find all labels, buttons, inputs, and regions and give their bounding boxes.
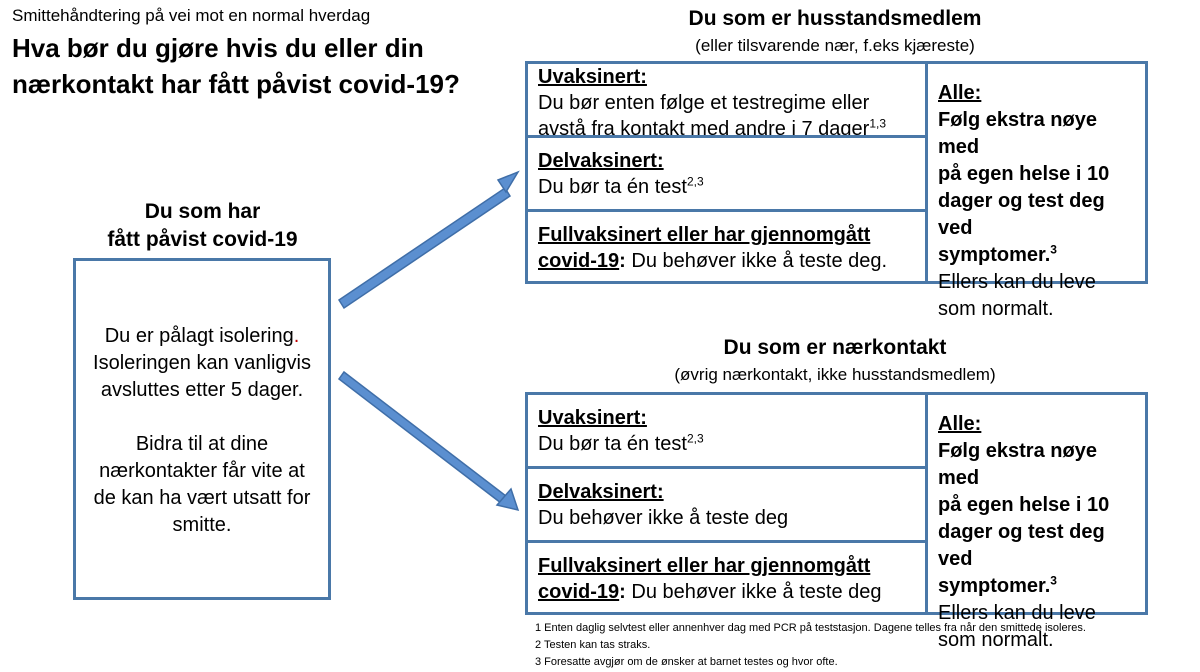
contact-all-bold-1: Følg ekstra nøye med — [938, 440, 1097, 489]
footnote-ref: 3 — [1050, 242, 1057, 257]
household-all-bold-2: på egen helse i 10 — [938, 163, 1110, 185]
contact-full-colon: : — [619, 581, 626, 603]
footnote-ref: 1,3 — [869, 116, 886, 131]
footnote-3: 3 Foresatte avgjør om de ønsker at barne… — [535, 656, 838, 668]
contact-all-bold-3: dager og test deg ved — [938, 521, 1105, 570]
household-unvaccinated-cell: Uvaksinert: Du bør enten følge et testre… — [528, 64, 925, 135]
household-full-colon: : — [619, 250, 626, 272]
infected-text-line-5: nærkontakter får vite at — [99, 460, 305, 482]
contact-full-label: Fullvaksinert eller har gjennomgått — [538, 555, 871, 577]
household-full-label-covid: covid-19 — [538, 250, 620, 272]
household-divider-2 — [528, 209, 925, 212]
contact-divider-1 — [528, 466, 925, 469]
household-unvaccinated-line-2: avstå fra kontakt med andre i 7 dager1,3 — [538, 116, 915, 135]
household-all-bold-3: dager og test deg ved — [938, 190, 1105, 239]
household-all-text-1: Ellers kan du leve — [938, 271, 1096, 293]
footnote-ref: 2,3 — [686, 431, 704, 446]
household-partial-text: Du bør ta én test — [538, 176, 687, 198]
contact-unvaccinated-text: Du bør ta én test — [538, 433, 687, 455]
page-title-line-1: Hva bør du gjøre hvis du eller din — [12, 33, 424, 63]
household-divider-1 — [528, 135, 925, 138]
contact-full-line: covid-19: Du behøver ikke å teste deg — [538, 579, 915, 605]
footnote-2: 2 Testen kan tas straks. — [535, 639, 651, 651]
infected-text-line-7: smitte. — [172, 514, 232, 536]
infected-text-line-4: Bidra til at dine — [135, 433, 269, 455]
household-all-text-2: som normalt. — [938, 298, 1054, 320]
page-subtitle: Smittehåndtering på vei mot en normal hv… — [12, 6, 371, 25]
infected-heading-line-2: fått påvist covid-19 — [107, 228, 298, 251]
footnote-ref: 2,3 — [686, 174, 704, 189]
household-all-bold-4: symptomer.3 — [938, 242, 1136, 269]
household-all-symptoms: symptomer. — [938, 244, 1051, 266]
household-all-cell: Alle: Følg ekstra nøye med på egen helse… — [928, 80, 1146, 323]
household-heading: Du som er husstandsmedlem — [688, 7, 982, 30]
contact-table: Uvaksinert: Du bør ta én test2,3 Delvaks… — [525, 392, 1148, 651]
household-unvaccinated-label: Uvaksinert: — [538, 66, 647, 88]
household-full-label: Fullvaksinert eller har gjennomgått — [538, 224, 871, 246]
contact-all-bold-2: på egen helse i 10 — [938, 494, 1110, 516]
household-unvaccinated-text: avstå fra kontakt med andre i 7 dager — [538, 118, 870, 135]
isolation-text: Du er pålagt isolering — [104, 325, 294, 347]
household-all-label: Alle: — [938, 82, 982, 104]
contact-partial-label: Delvaksinert: — [538, 481, 664, 503]
household-partial-line: Du bør ta én test2,3 — [538, 174, 915, 200]
contact-all-text-2: som normalt. — [938, 629, 1054, 651]
arrow-to-contact — [337, 370, 520, 512]
infected-text-line-2: Isoleringen kan vanligvis — [93, 352, 311, 374]
household-unvaccinated-line-1: Du bør enten følge et testregime eller — [538, 92, 870, 114]
household-all-bold-1: Følg ekstra nøye med — [938, 109, 1097, 158]
contact-all-symptoms: symptomer. — [938, 575, 1051, 597]
infected-heading: Du som har fått påvist covid-19 — [60, 198, 345, 254]
household-subheading: (eller tilsvarende nær, f.eks kjæreste) — [695, 36, 975, 55]
infected-text: Du er pålagt isolering. Isoleringen kan … — [76, 323, 328, 539]
contact-unvaccinated-label: Uvaksinert: — [538, 407, 647, 429]
household-full-text: Du behøver ikke å teste deg. — [625, 250, 888, 272]
footnote-ref: 3 — [1050, 573, 1057, 588]
contact-all-label: Alle: — [938, 413, 982, 435]
household-full-line: covid-19: Du behøver ikke å teste deg. — [538, 248, 915, 274]
contact-all-bold-4: symptomer.3 — [938, 573, 1136, 600]
household-full-cell: Fullvaksinert eller har gjennomgått covi… — [528, 222, 925, 282]
contact-divider-2 — [528, 540, 925, 543]
household-divider-vertical — [925, 64, 928, 281]
arrow-to-household — [337, 170, 520, 310]
contact-subheading: (øvrig nærkontakt, ikke husstandsmedlem) — [674, 365, 996, 384]
contact-full-label-covid: covid-19 — [538, 581, 620, 603]
contact-unvaccinated-line: Du bør ta én test2,3 — [538, 431, 915, 457]
contact-divider-vertical — [925, 395, 928, 612]
contact-all-cell: Alle: Følg ekstra nøye med på egen helse… — [928, 411, 1146, 654]
infected-text-line-3: avsluttes etter 5 dager. — [100, 379, 304, 401]
household-table: Uvaksinert: Du bør enten følge et testre… — [525, 61, 1148, 320]
contact-unvaccinated-cell: Uvaksinert: Du bør ta én test2,3 — [528, 405, 925, 465]
footnotes: 1 Enten daglig selvtest eller annenhver … — [535, 620, 1086, 671]
accent-dot: . — [293, 325, 300, 347]
contact-partial-text: Du behøver ikke å teste deg — [538, 507, 789, 529]
contact-heading: Du som er nærkontakt — [723, 336, 947, 359]
footnote-1: 1 Enten daglig selvtest eller annenhver … — [535, 622, 1086, 634]
infected-text-line-1: Du er pålagt isolering. — [76, 323, 328, 350]
page-title-line-2: nærkontakt har fått påvist covid-19? — [12, 69, 460, 99]
contact-all-text-1: Ellers kan du leve — [938, 602, 1096, 624]
infected-heading-line-1: Du som har — [144, 200, 261, 223]
infected-box: Du er pålagt isolering. Isoleringen kan … — [73, 258, 331, 600]
household-partial-label: Delvaksinert: — [538, 150, 664, 172]
infected-text-line-6: de kan ha vært utsatt for — [93, 487, 311, 509]
contact-full-text: Du behøver ikke å teste deg — [625, 581, 882, 603]
household-partial-cell: Delvaksinert: Du bør ta én test2,3 — [528, 148, 925, 208]
page-title: Hva bør du gjøre hvis du eller din nærko… — [12, 30, 460, 102]
contact-partial-cell: Delvaksinert: Du behøver ikke å teste de… — [528, 479, 925, 539]
contact-full-cell: Fullvaksinert eller har gjennomgått covi… — [528, 553, 925, 613]
